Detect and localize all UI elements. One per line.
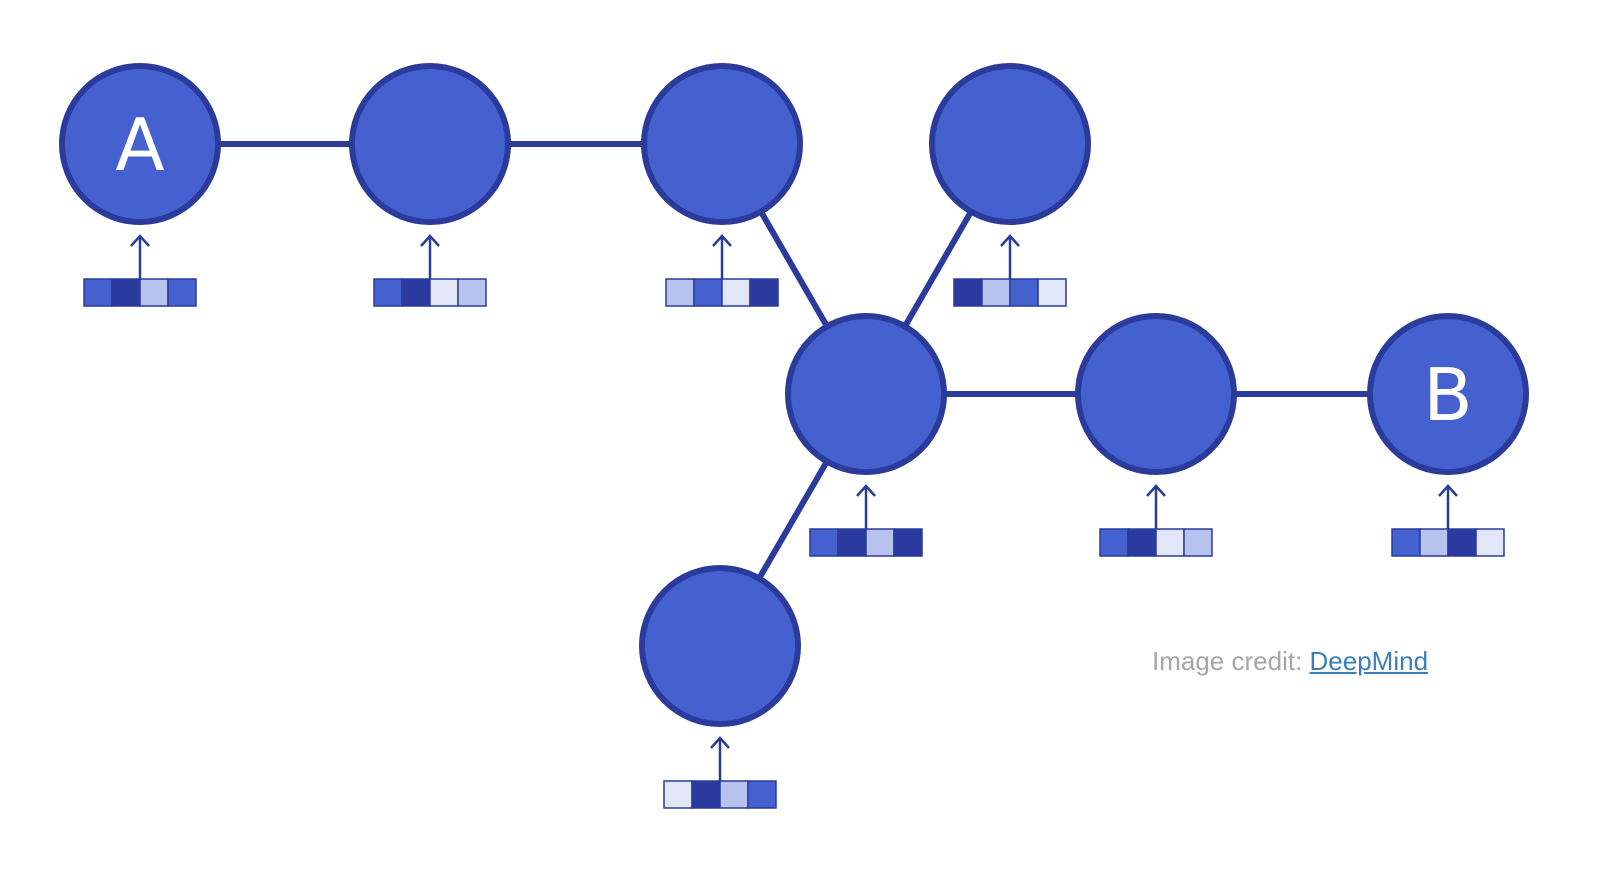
node-circle xyxy=(929,63,1091,225)
arrow-head-icon xyxy=(130,234,150,247)
feature-cell xyxy=(1475,528,1505,557)
feature-cell xyxy=(747,780,777,809)
feature-cell xyxy=(1127,528,1157,557)
feature-cell xyxy=(1155,528,1185,557)
feature-cell xyxy=(865,528,895,557)
node-label: A xyxy=(115,103,164,187)
deepmind-link[interactable]: DeepMind xyxy=(1309,646,1429,676)
feature-vector xyxy=(665,234,779,307)
feature-cell xyxy=(693,278,723,307)
feature-cell xyxy=(167,278,197,307)
arrow-head-icon xyxy=(710,736,730,749)
arrow-head-icon xyxy=(420,234,440,247)
feature-cell xyxy=(1419,528,1449,557)
arrow-head-icon xyxy=(1146,484,1166,497)
graph-node-b: B xyxy=(1367,313,1529,475)
feature-vector xyxy=(83,234,197,307)
graph-node-n8 xyxy=(639,565,801,727)
node-circle xyxy=(785,313,947,475)
graph-node-n2 xyxy=(349,63,511,225)
feature-cell xyxy=(457,278,487,307)
arrow-head-icon xyxy=(712,234,732,247)
feature-cell xyxy=(1099,528,1129,557)
feature-cell xyxy=(401,278,431,307)
feature-cell xyxy=(1009,278,1039,307)
node-circle xyxy=(59,63,221,225)
feature-cell xyxy=(691,780,721,809)
node-circle xyxy=(641,63,803,225)
feature-vector xyxy=(1099,484,1213,557)
nodes: AB xyxy=(59,63,1529,727)
arrow-head-icon xyxy=(1438,484,1458,497)
feature-vectors xyxy=(83,234,1505,809)
feature-cell xyxy=(665,278,695,307)
feature-cell xyxy=(139,278,169,307)
feature-cell xyxy=(893,528,923,557)
graph-node-n4 xyxy=(929,63,1091,225)
feature-cell xyxy=(83,278,113,307)
feature-vector xyxy=(809,484,923,557)
feature-cell xyxy=(111,278,141,307)
node-circle xyxy=(1367,313,1529,475)
credit-prefix: Image credit: xyxy=(1152,646,1310,676)
feature-cell xyxy=(809,528,839,557)
node-label: B xyxy=(1423,353,1472,437)
graph-node-a: A xyxy=(59,63,221,225)
graph-node-n3 xyxy=(641,63,803,225)
feature-cell xyxy=(721,278,751,307)
feature-cell xyxy=(981,278,1011,307)
image-credit: Image credit: DeepMind xyxy=(1152,646,1428,677)
feature-cell xyxy=(837,528,867,557)
node-circle xyxy=(349,63,511,225)
arrow-head-icon xyxy=(856,484,876,497)
feature-cell xyxy=(1391,528,1421,557)
feature-cell xyxy=(373,278,403,307)
feature-cell xyxy=(953,278,983,307)
feature-vector xyxy=(953,234,1067,307)
feature-cell xyxy=(1037,278,1067,307)
feature-cell xyxy=(1183,528,1213,557)
feature-vector xyxy=(373,234,487,307)
feature-cell xyxy=(749,278,779,307)
feature-cell xyxy=(719,780,749,809)
feature-vector xyxy=(663,736,777,809)
feature-cell xyxy=(663,780,693,809)
feature-cell xyxy=(1447,528,1477,557)
graph-node-n6 xyxy=(1075,313,1237,475)
graph-node-n5 xyxy=(785,313,947,475)
node-circle xyxy=(639,565,801,727)
arrow-head-icon xyxy=(1000,234,1020,247)
feature-vector xyxy=(1391,484,1505,557)
feature-cell xyxy=(429,278,459,307)
node-circle xyxy=(1075,313,1237,475)
